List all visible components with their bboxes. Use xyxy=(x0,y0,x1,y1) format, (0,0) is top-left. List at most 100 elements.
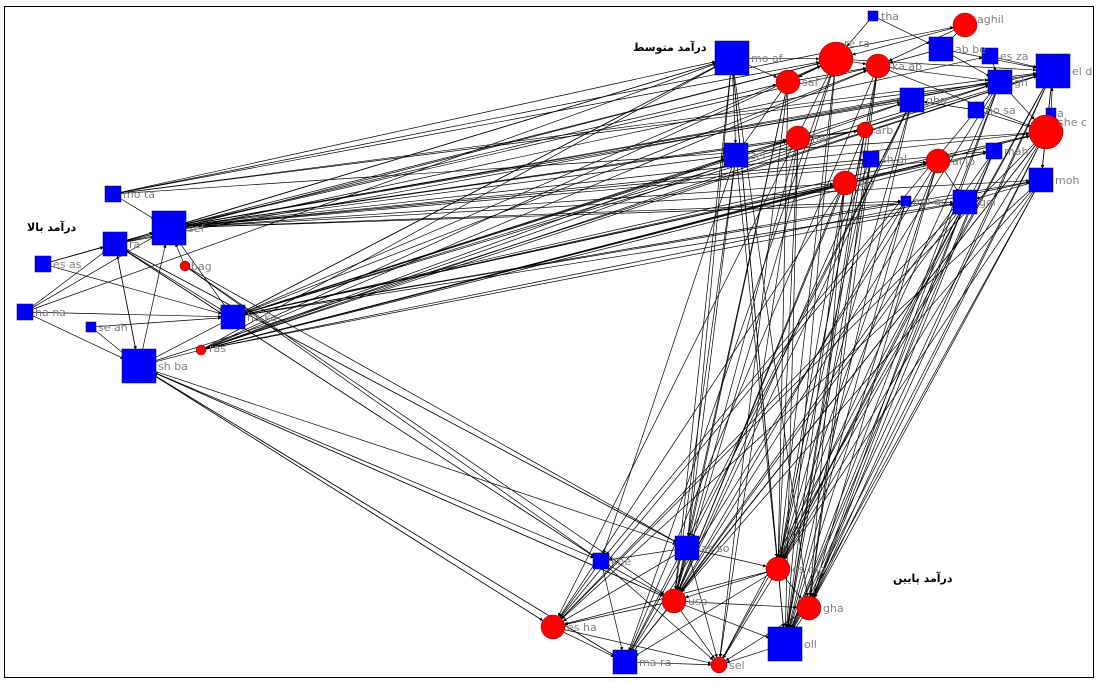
node-hana[interactable] xyxy=(16,303,34,321)
node-kaab[interactable] xyxy=(865,53,891,79)
node-mogo[interactable] xyxy=(900,195,912,207)
edge-zel-uso xyxy=(674,162,736,590)
edge-uso-esha xyxy=(564,602,668,626)
edge-bag-uso xyxy=(187,267,665,595)
node-mara[interactable] xyxy=(612,649,638,675)
edge-kaab-oll xyxy=(786,73,878,628)
node-uso[interactable] xyxy=(661,588,687,614)
node-bag[interactable] xyxy=(179,260,191,272)
node-eld[interactable] xyxy=(1035,53,1071,89)
node-label-rera: re ra xyxy=(844,37,870,50)
node-gh[interactable] xyxy=(987,69,1013,95)
node-label-mara: ma ra xyxy=(639,656,671,669)
edge-asso-esmo xyxy=(693,549,767,568)
node-hal[interactable] xyxy=(785,125,811,151)
node-sel[interactable] xyxy=(710,656,728,674)
edge-arb-oll xyxy=(786,134,865,628)
edge-ra-esza xyxy=(121,56,983,243)
edge-she-oll xyxy=(792,140,1042,630)
edge-gol-esmo xyxy=(783,208,963,559)
edge-khe-ra xyxy=(124,250,598,559)
edge-sef-mah xyxy=(179,150,987,228)
node-esmo[interactable] xyxy=(765,556,791,582)
node-label-esmo: es mo xyxy=(792,563,826,576)
edge-sef-mogo xyxy=(179,199,902,228)
node-label-mogo: mo go xyxy=(913,195,948,208)
node-asso[interactable] xyxy=(674,535,700,561)
node-oll[interactable] xyxy=(767,626,803,662)
node-seah[interactable] xyxy=(85,321,97,333)
node-gha2[interactable] xyxy=(899,87,925,113)
node-tha[interactable] xyxy=(867,10,879,22)
node-label-she: she c xyxy=(1058,116,1087,129)
node-gol[interactable] xyxy=(952,189,978,215)
node-shal[interactable] xyxy=(862,150,880,168)
edge-zel-hal xyxy=(742,140,787,154)
node-aljo[interactable] xyxy=(925,148,951,174)
edge-moh-esmo xyxy=(784,185,1038,560)
node-label-eld: el d xyxy=(1072,65,1092,78)
edge-sef-ely xyxy=(179,182,834,228)
node-haka[interactable] xyxy=(220,304,246,330)
edge-khe-mara xyxy=(601,565,624,651)
node-rera[interactable] xyxy=(818,41,854,77)
edge-sef-eld xyxy=(178,72,1037,227)
node-ra[interactable] xyxy=(102,231,128,257)
node-zel[interactable] xyxy=(723,142,749,168)
edge-mogo-esmo xyxy=(781,203,906,558)
edge-mota-gh xyxy=(117,82,989,194)
group-label-low: درآمد پایین xyxy=(893,571,953,585)
node-label-shba: sh ba xyxy=(158,360,188,373)
node-ras[interactable] xyxy=(195,344,207,356)
node-shba[interactable] xyxy=(121,348,157,384)
node-aghil[interactable] xyxy=(952,12,978,38)
edge-asso-esha xyxy=(563,551,681,622)
edge-ely-oll xyxy=(785,190,845,628)
edge-saf-sel xyxy=(718,89,788,658)
edge-gha2-asso xyxy=(692,106,910,538)
node-khe[interactable] xyxy=(592,552,610,570)
edge-esmo-oll xyxy=(778,576,785,628)
node-gha[interactable] xyxy=(796,595,822,621)
edge-esas-ra xyxy=(47,246,104,264)
edge-sef-aljo xyxy=(179,160,927,228)
edge-gol-oll xyxy=(790,208,963,629)
node-esza[interactable] xyxy=(981,47,999,65)
node-moaf[interactable] xyxy=(714,40,750,76)
node-label-abbe: ab be xyxy=(955,43,986,56)
node-moh[interactable] xyxy=(1028,167,1054,193)
node-esas[interactable] xyxy=(34,255,52,273)
node-ely[interactable] xyxy=(832,170,858,196)
edge-moh-gol xyxy=(976,181,1035,200)
node-label-aghil: aghil xyxy=(977,13,1004,26)
node-she[interactable] xyxy=(1028,114,1064,150)
edge-aljo-esmo xyxy=(781,167,936,559)
edge-a-eld xyxy=(1050,87,1054,111)
node-mah[interactable] xyxy=(985,142,1003,160)
edge-sef-zel xyxy=(179,155,725,228)
edge-mah-uso xyxy=(680,154,992,592)
node-label-oll: oll xyxy=(804,638,817,651)
node-label-hosa: ho sa xyxy=(986,104,1016,117)
edge-mogo-uso xyxy=(679,203,905,591)
node-arb[interactable] xyxy=(856,121,874,139)
edge-hana-sef xyxy=(28,236,155,310)
edge-mara-sel xyxy=(632,661,712,667)
node-sef[interactable] xyxy=(151,210,187,246)
edge-shal-gha xyxy=(809,163,871,597)
node-hosa[interactable] xyxy=(967,101,985,119)
edge-sef-rera xyxy=(178,62,820,226)
node-label-asso: as so xyxy=(701,542,730,555)
node-saf[interactable] xyxy=(775,69,801,95)
edge-mogo-esha xyxy=(560,203,905,619)
edge-kaab-mara xyxy=(629,72,876,652)
edge-gha2-esmo xyxy=(780,106,911,558)
edge-layer xyxy=(28,16,1054,667)
node-abbe[interactable] xyxy=(928,36,954,62)
edge-mota-aghil xyxy=(117,26,954,194)
node-esha[interactable] xyxy=(540,614,566,640)
node-label-gha2: gha xyxy=(926,94,947,107)
node-mota[interactable] xyxy=(104,185,122,203)
